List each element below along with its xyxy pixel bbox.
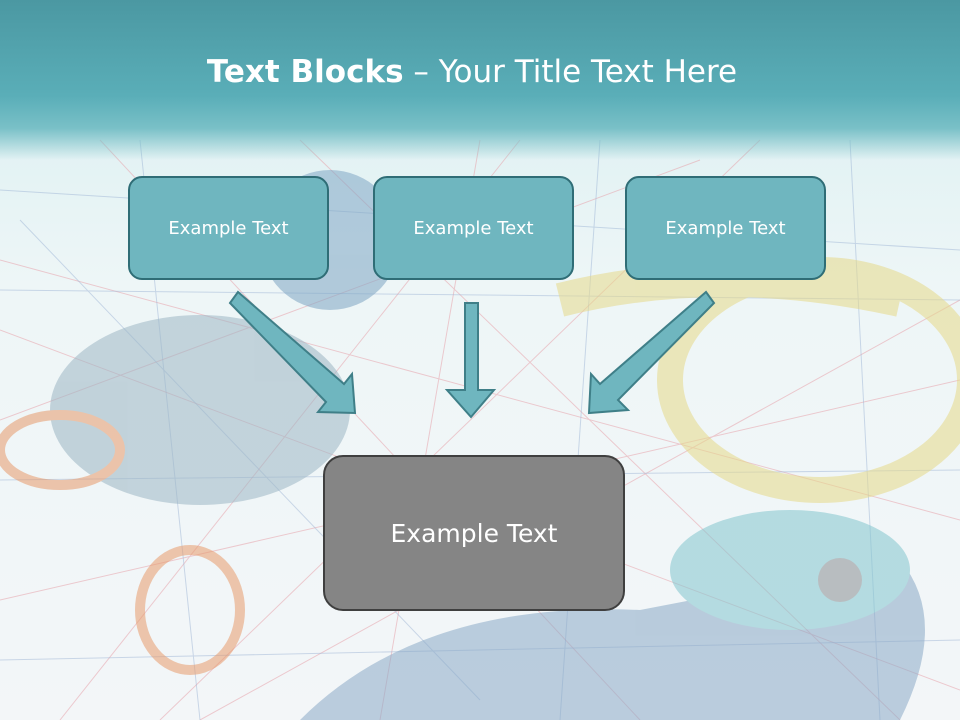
bottom-box[interactable]: Example Text <box>323 455 625 611</box>
bottom-box-label: Example Text <box>390 518 558 548</box>
top-box-2-label: Example Text <box>413 217 534 239</box>
title-bar <box>0 0 960 160</box>
top-box-1[interactable]: Example Text <box>128 176 329 280</box>
title-bold: Text Blocks <box>206 54 404 90</box>
top-box-3-label: Example Text <box>665 217 786 239</box>
top-box-3[interactable]: Example Text <box>625 176 826 280</box>
arrow-left <box>228 290 357 415</box>
slide-title: Text Blocks – Your Title Text Here <box>0 54 944 90</box>
arrow-center <box>444 302 497 419</box>
top-box-1-label: Example Text <box>168 217 289 239</box>
top-box-2[interactable]: Example Text <box>373 176 574 280</box>
arrow-right <box>587 290 716 415</box>
title-rest: – Your Title Text Here <box>403 54 738 90</box>
